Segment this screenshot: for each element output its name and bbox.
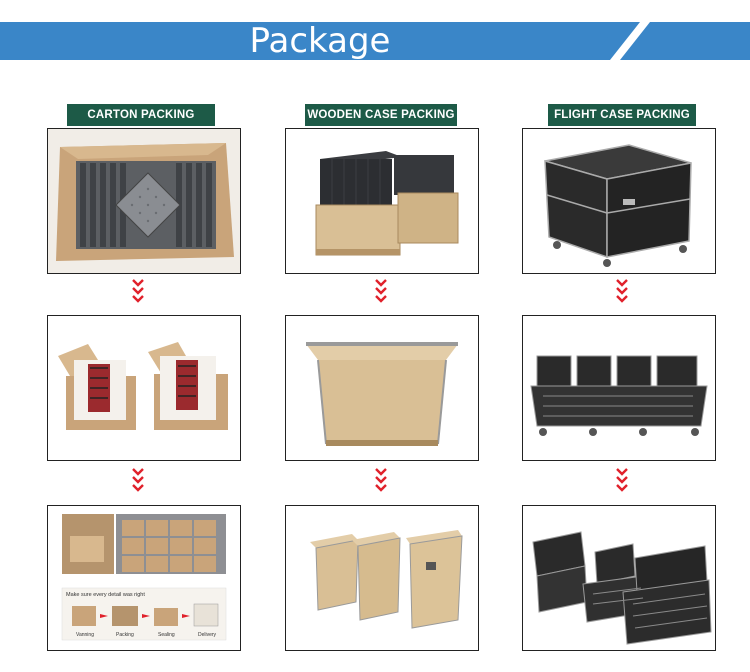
arrow-down-icon	[375, 279, 387, 303]
carton-note: Make sure every detail was right	[66, 592, 145, 598]
step-sealing: Sealing	[158, 632, 175, 638]
arrow-down-icon	[616, 279, 628, 303]
step-packing: Packing	[116, 632, 134, 638]
flight-photo-2	[522, 315, 716, 461]
wooden-photo-2	[285, 315, 479, 461]
arrow-down-icon	[375, 468, 387, 492]
carton-photo-1	[47, 128, 241, 274]
step-delivery: Delivery	[198, 632, 217, 638]
flight-photo-3	[522, 505, 716, 651]
page-title: Package	[249, 21, 391, 61]
carton-photo-3: Make sure every detail was right Vanning…	[47, 505, 241, 651]
label-wooden-case-packing: WOODEN CASE PACKING	[305, 104, 457, 126]
wooden-photo-1	[285, 128, 479, 274]
arrow-down-icon	[132, 279, 144, 303]
header-bar-shape	[0, 22, 750, 60]
arrow-down-icon	[132, 468, 144, 492]
flight-photo-1	[522, 128, 716, 274]
carton-photo-2	[47, 315, 241, 461]
label-flight-case-packing: FLIGHT CASE PACKING	[548, 104, 696, 126]
step-vanning: Vanning	[76, 632, 94, 638]
label-carton-packing: CARTON PACKING	[67, 104, 215, 126]
wooden-photo-3	[285, 505, 479, 651]
header-banner: Package	[0, 22, 750, 60]
arrow-down-icon	[616, 468, 628, 492]
